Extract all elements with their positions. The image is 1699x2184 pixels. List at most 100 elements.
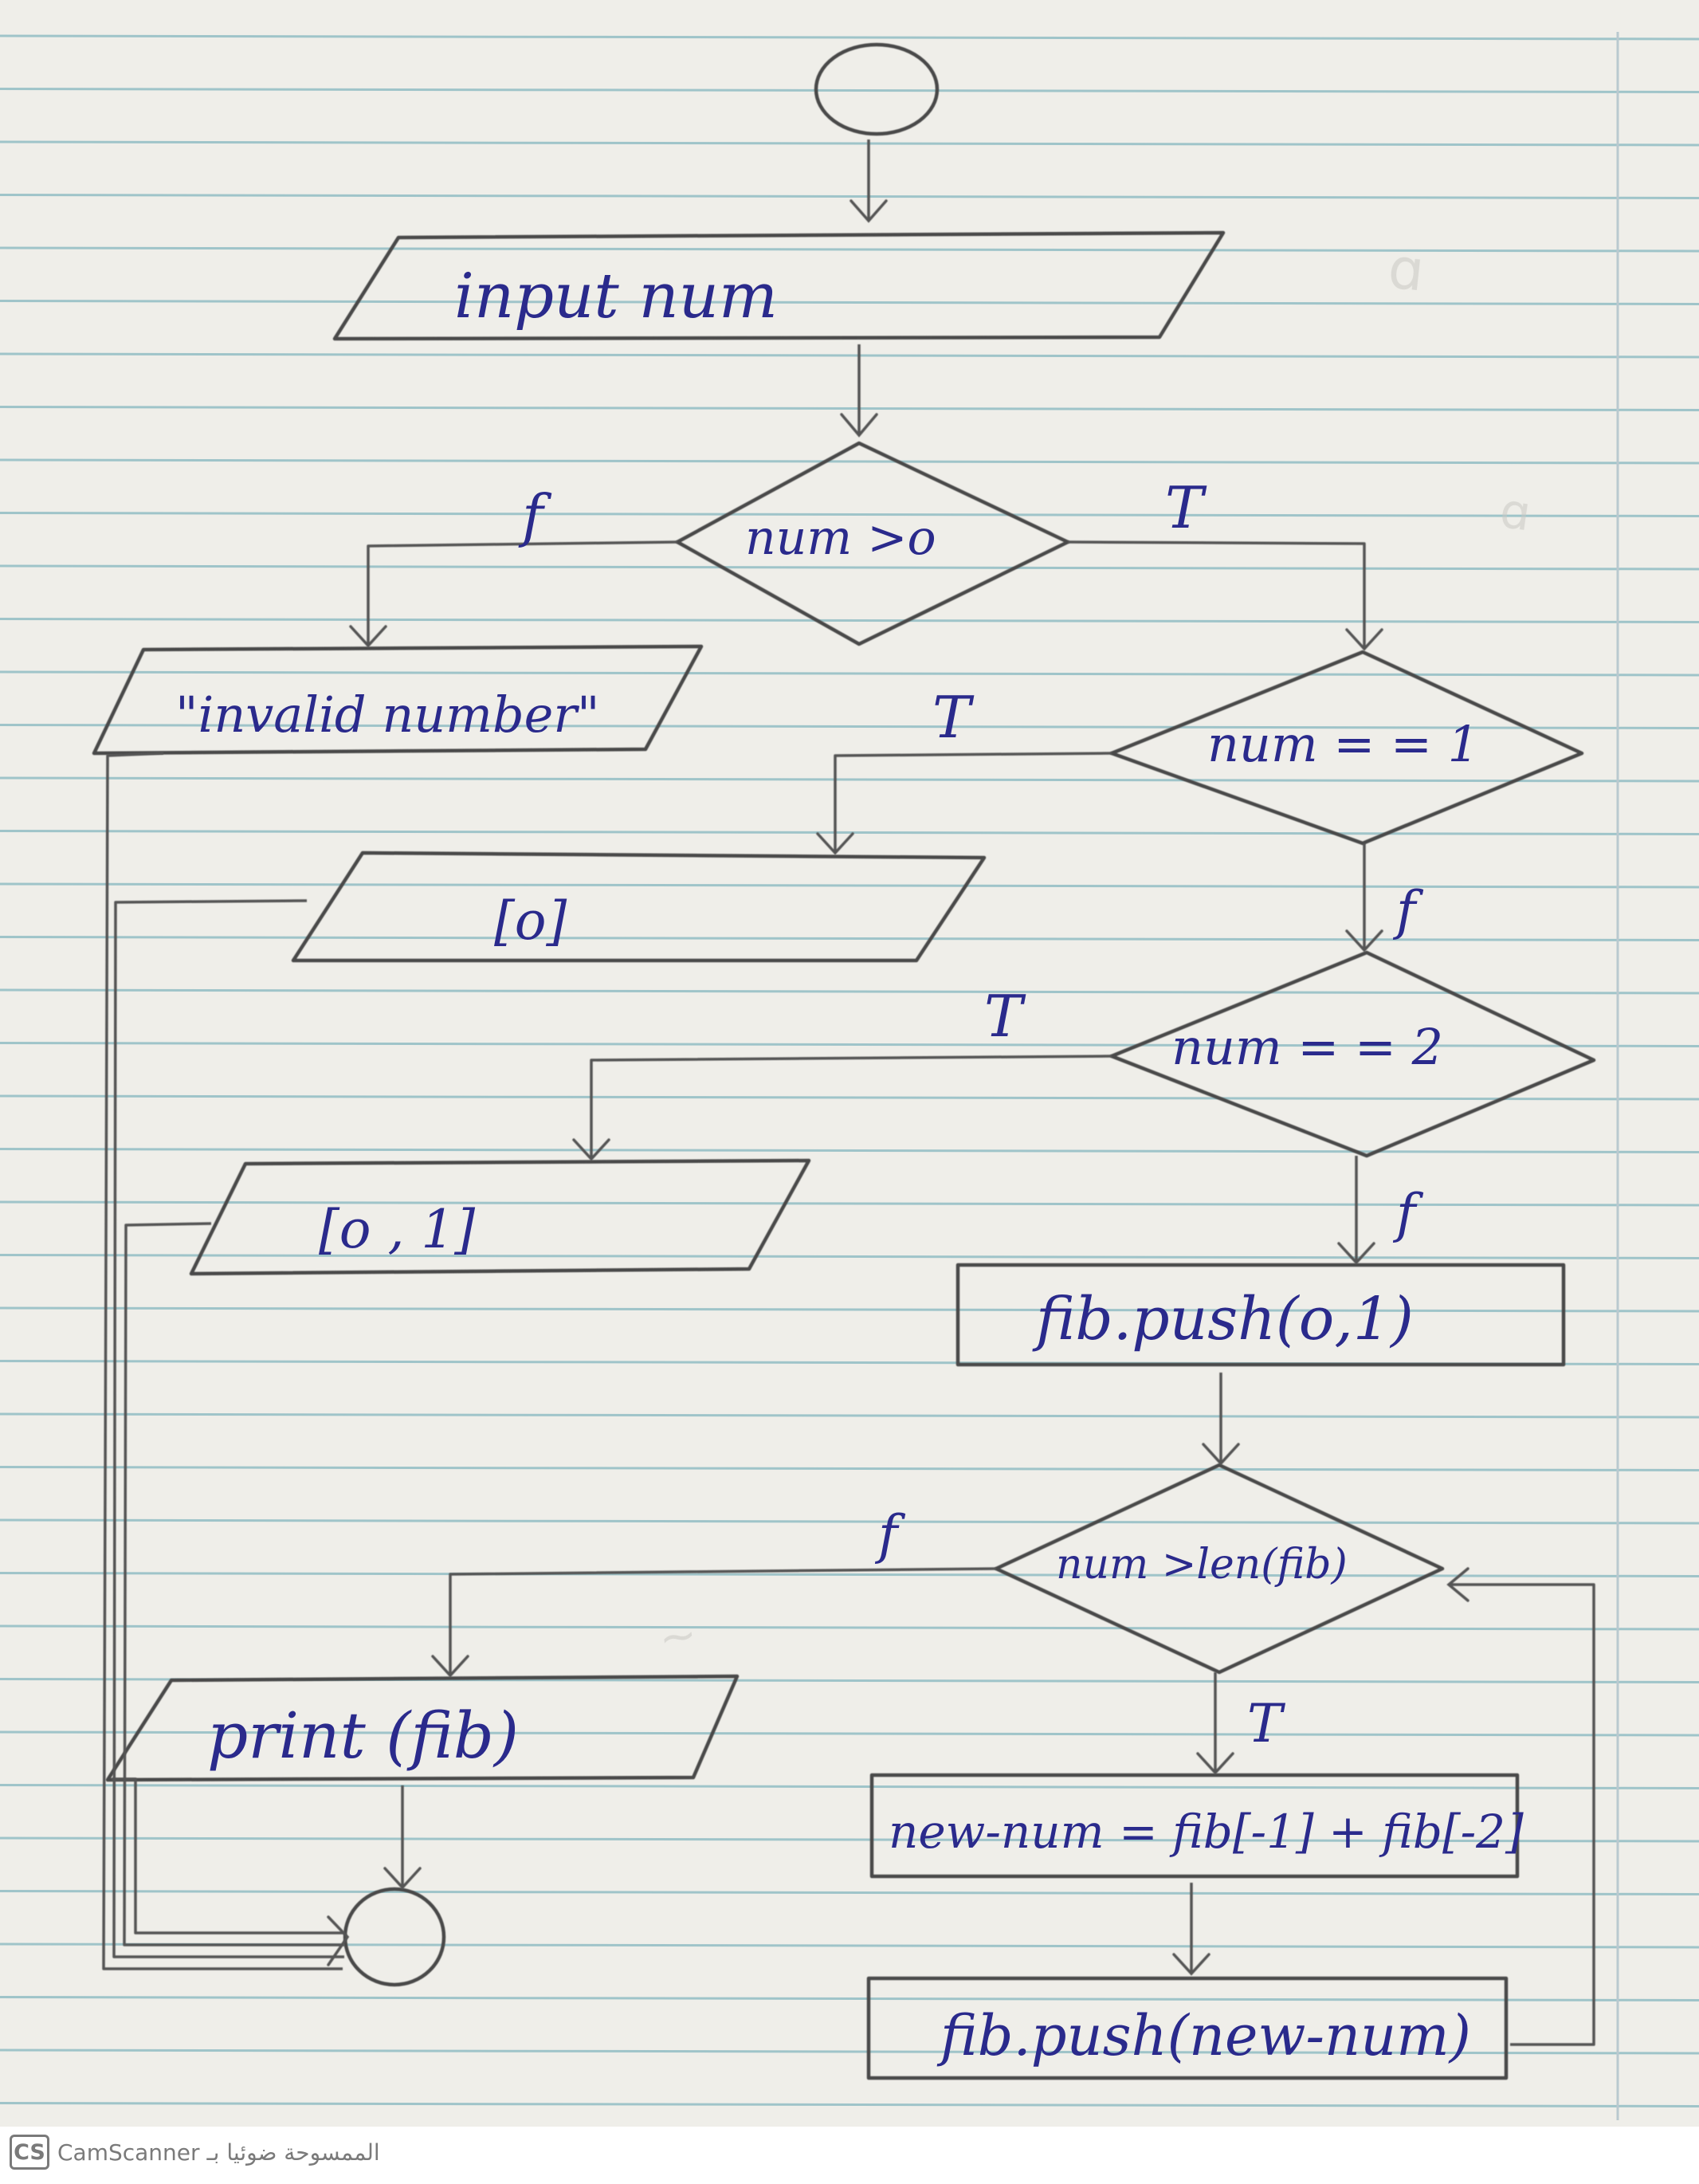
decision4-true-label: T: [1247, 1693, 1286, 1754]
ruled-line: [0, 300, 1699, 305]
process-new-num: [869, 1773, 1520, 1879]
ruled-line: [0, 618, 1699, 623]
ruled-line: [0, 724, 1699, 729]
ruled-line: [0, 1836, 1699, 1843]
decision-num-eq-two: [1109, 950, 1596, 1158]
arrowhead: [349, 625, 387, 648]
decision2-label: num = = 1: [1207, 715, 1479, 773]
output-zero-one-parallelogram: [189, 1158, 811, 1276]
start-terminator: [814, 42, 940, 136]
arrowhead: [1337, 1242, 1375, 1265]
arrowhead: [1172, 1953, 1210, 1976]
ruled-line: [0, 2102, 1699, 2107]
push-zero-one-label: fib.push(o,1): [1032, 1285, 1414, 1353]
arrowhead: [1446, 1567, 1469, 1602]
connector-invalid-end: [102, 752, 343, 1970]
ruled-line: [0, 1042, 1699, 1047]
ruled-line: [0, 1572, 1699, 1577]
connector-decision1-false: [367, 540, 678, 644]
decision-num-eq-one: [1109, 650, 1584, 846]
ruled-line: [0, 1200, 1699, 1207]
ruled-line: [0, 352, 1699, 359]
ruled-line: [0, 936, 1699, 941]
ruled-lines: [0, 34, 1699, 2107]
decision1-label: num >o: [745, 510, 936, 566]
decision3-label: num = = 2: [1171, 1018, 1443, 1076]
ruled-line: [0, 2048, 1699, 2055]
decision4-label: num >len(fib): [1056, 1541, 1348, 1589]
arrowhead: [327, 1915, 350, 1966]
decision3-true-label: T: [984, 983, 1026, 1050]
ruled-line: [0, 1306, 1699, 1313]
decision1-true-label: T: [1165, 474, 1207, 541]
process-push-new-num: [866, 1976, 1509, 2080]
process-push-zero-one: [955, 1263, 1566, 1367]
end-terminator: [343, 1887, 446, 1987]
decision-num-gt-zero: [675, 441, 1070, 646]
arrowhead: [572, 1138, 610, 1161]
ruled-line: [0, 458, 1699, 465]
ruled-line: [0, 1730, 1699, 1737]
print-parallelogram: [105, 1674, 740, 1782]
arrowhead: [383, 1867, 422, 1890]
arrowhead: [1345, 628, 1383, 651]
scanner-footer: CS CamScanner الممسوحة ضوئيا بـ: [0, 2127, 1699, 2184]
decision2-true-label: T: [932, 684, 975, 751]
arrowhead: [816, 832, 854, 855]
decision-num-gt-len: [994, 1463, 1445, 1675]
push-new-num-label: fib.push(new-num): [936, 2003, 1471, 2068]
ruled-line: [0, 406, 1699, 411]
invalid-label: "invalid number": [175, 685, 600, 744]
ruled-line: [0, 512, 1699, 517]
ruled-line: [0, 246, 1699, 253]
ruled-line: [0, 88, 1699, 93]
ruled-line: [0, 1890, 1699, 1895]
connector-zero-end: [112, 899, 344, 1958]
ruled-line: [0, 1996, 1699, 2001]
connector-decision2-true: [834, 752, 1112, 851]
camscanner-logo: CS: [10, 2135, 49, 2170]
ruled-line: [0, 1624, 1699, 1631]
ruled-line: [0, 1784, 1699, 1789]
ruled-line: [0, 1466, 1699, 1471]
connector-loop-back: [1450, 1583, 1595, 2046]
camscanner-caption: CamScanner الممسوحة ضوئيا بـ: [57, 2139, 380, 2166]
arrowhead: [1202, 1443, 1240, 1466]
ruled-line: [0, 1148, 1699, 1153]
ruled-line: [0, 194, 1699, 199]
print-label: print (fib): [207, 1699, 519, 1773]
arrowhead: [850, 199, 888, 223]
bleed-through-marks: ɑ ɑ ~: [656, 235, 1534, 1665]
ghost-mark: ɑ: [1385, 235, 1427, 304]
input-label: input num: [454, 261, 778, 332]
connector-decision1-true: [1067, 540, 1366, 647]
ruled-line: [0, 988, 1699, 995]
output-zero-parallelogram: [291, 850, 987, 963]
ruled-line: [0, 564, 1699, 571]
new-num-label: new-num = fib[-1] + fib[-2]: [889, 1805, 1524, 1859]
ruled-line: [0, 1254, 1699, 1259]
arrowhead: [431, 1655, 469, 1678]
ruled-line: [0, 140, 1699, 147]
node-labels: input num num >o "invalid number" num = …: [175, 261, 1524, 2068]
arrowhead: [1196, 1752, 1234, 1775]
connector-decision3-true: [590, 1055, 1112, 1157]
ruled-line: [0, 830, 1699, 835]
edge-labels: f T T f T f f T: [518, 474, 1424, 1754]
arrowhead: [1345, 929, 1383, 953]
input-parallelogram: [332, 230, 1226, 341]
output-zero-one-label: [o , 1]: [319, 1199, 475, 1260]
ruled-line: [0, 776, 1699, 783]
ruled-line: [0, 1518, 1699, 1525]
ghost-mark: ~: [656, 1609, 700, 1665]
output-zero-label: [o]: [494, 890, 567, 952]
ruled-line: [0, 882, 1699, 889]
connector-print-left-end: [112, 1777, 345, 1935]
connector-decision4-false: [449, 1567, 997, 1674]
ruled-line: [0, 1094, 1699, 1101]
ruled-line: [0, 1412, 1699, 1419]
arrowhead: [840, 413, 878, 438]
connector-zero-one-end: [123, 1222, 344, 1946]
ruled-line: [0, 34, 1699, 41]
